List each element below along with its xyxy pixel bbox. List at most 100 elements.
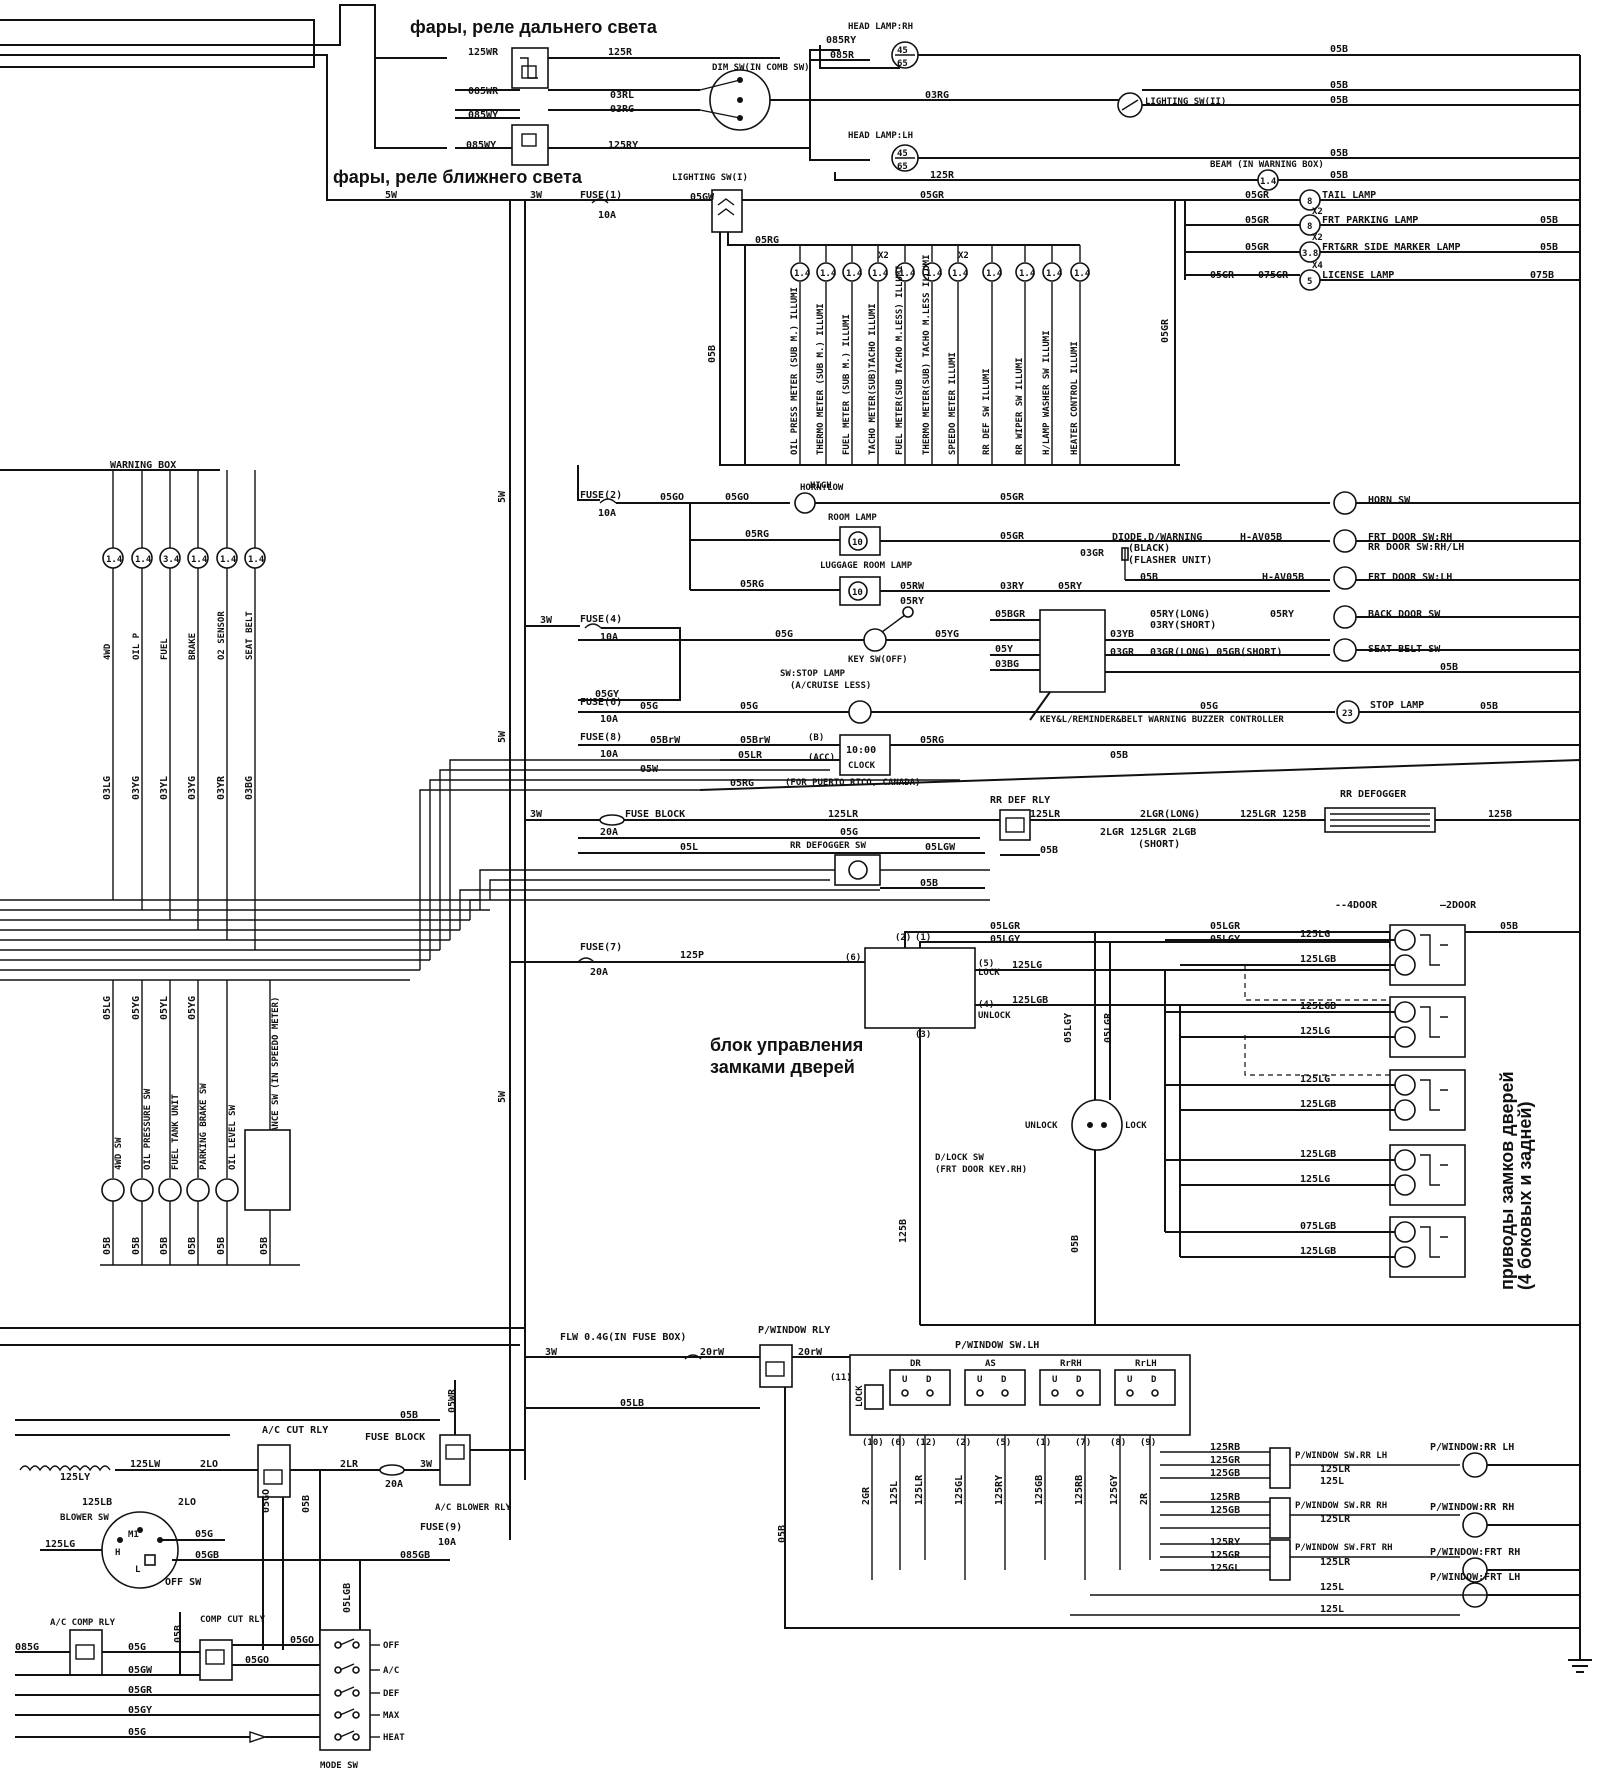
svg-text:05B: 05B [1540,242,1558,253]
svg-text:05GO: 05GO [725,492,749,503]
svg-text:KEY&L/REMINDER&BELT WARNING BU: KEY&L/REMINDER&BELT WARNING BUZZER CONTR… [1040,715,1284,725]
svg-text:05B: 05B [1040,845,1058,856]
svg-text:03RY: 03RY [1000,581,1024,592]
svg-text:085GB: 085GB [400,1550,430,1561]
wire-label: 03BG [244,776,255,800]
pin-label: (10) [862,1438,884,1448]
svg-text:FUSE(7): FUSE(7) [580,942,622,953]
svg-text:03YB: 03YB [1110,629,1134,640]
svg-text:H-AV05B: H-AV05B [1240,532,1282,543]
wire-label: 03RG [610,104,634,115]
svg-text:(FLASHER UNIT): (FLASHER UNIT) [1128,555,1212,566]
wire-label: 125LR [1320,1464,1351,1475]
svg-text:05RG: 05RG [920,735,944,746]
svg-text:05LGR: 05LGR [1210,921,1241,932]
warning-item: FUEL [160,638,170,660]
illumination-bulb [982,262,1002,282]
svg-text:RR DEFOGGER: RR DEFOGGER [1340,789,1407,800]
svg-text:085G: 085G [15,1642,39,1653]
svg-text:05GB: 05GB [195,1550,219,1561]
pw-down: D [1076,1375,1082,1385]
ground-wire: 05B [187,1237,198,1255]
svg-text:05GO: 05GO [261,1489,272,1513]
svg-text:05GW: 05GW [690,192,715,203]
wire-label: 2GR [861,1486,872,1505]
svg-text:05GR: 05GR [128,1685,153,1696]
svg-text:05LGR: 05LGR [990,921,1021,932]
pin-label: (9) [1140,1438,1156,1448]
actuator-switch-icon [1394,1026,1416,1048]
head-lamp-rh: 45 65 HEAD LAMP:RH 085RY 085R 05B [809,22,1580,69]
svg-text:05GR: 05GR [1245,215,1270,226]
head-lamp-lh: 45 65 HEAD LAMP:LH 125R 05B [809,131,1580,181]
wire-label: 075LGB [1300,1221,1336,1232]
svg-text:10A: 10A [600,632,618,643]
svg-text:OFF SW: OFF SW [165,1577,202,1588]
fuse-1: FUSE(1) [580,190,622,201]
svg-text:05G: 05G [128,1642,146,1653]
low-beam-relay: 085WY 125RY [455,49,840,166]
wire-label: 125LGB [1300,1001,1336,1012]
svg-text:05Y: 05Y [995,644,1013,655]
wire-label: 125LR [1320,1557,1351,1568]
svg-text:05G: 05G [128,1727,146,1738]
illumination-bulb [895,262,915,282]
svg-text:TAIL LAMP: TAIL LAMP [1322,190,1376,201]
svg-text:05G: 05G [195,1529,213,1540]
svg-text:3W: 3W [545,1347,558,1358]
svg-text:BEAM (IN WARNING BOX): BEAM (IN WARNING BOX) [1210,160,1324,170]
svg-text:10A: 10A [598,508,616,519]
svg-text:HORN SW: HORN SW [1368,495,1411,506]
illumination-bulb [948,262,968,282]
actuator-switch-icon [1394,1174,1416,1196]
svg-text:10: 10 [852,538,863,548]
rear-lamps: 8 8 3.8 5 TAIL LAMP X2 FRT PARKING LAMP … [1184,189,1580,291]
ground-symbol [1568,1659,1592,1673]
pin-label: (8) [1110,1438,1126,1448]
svg-text:COMP CUT RLY: COMP CUT RLY [200,1615,266,1625]
wire-label: 03YR [216,775,227,800]
svg-text:05BrW: 05BrW [650,735,681,746]
svg-text:--4DOOR: --4DOOR [1335,900,1378,911]
actuator-motor-icon [1394,929,1416,951]
svg-text:1.4: 1.4 [1260,177,1277,187]
svg-text:LOCK: LOCK [1125,1121,1147,1131]
bulb-rating: 1.4 [846,269,863,279]
svg-text:20A: 20A [600,827,618,838]
pw-switch-label: P/WINDOW SW.FRT RH [1295,1543,1393,1553]
warning-switch-label: PARKING BRAKE SW [199,1083,209,1170]
wire-label: 125GB [1210,1505,1240,1516]
illumination-label: RR WIPER SW ILLUMI [1015,357,1025,455]
illumination-label: THERMO METER (SUB M.) ILLUMI [816,303,826,455]
pw-switch-group [889,1369,951,1406]
pw-motor-icon [1462,1512,1488,1538]
svg-text:DIODE.D/WARNING: DIODE.D/WARNING [1112,532,1202,543]
svg-text:H: H [115,1548,120,1558]
svg-text:P/WINDOW RLY: P/WINDOW RLY [758,1325,830,1336]
wire-label: 125L [1320,1476,1344,1487]
svg-text:M1: M1 [128,1530,139,1540]
bulb-rating: 1.4 [1074,269,1091,279]
wire-label: 125RY [608,140,638,151]
pw-switch-label: P/WINDOW SW.RR LH [1295,1451,1387,1461]
wire-label: 125LR [914,1474,925,1505]
svg-text:20A: 20A [590,967,608,978]
svg-text:125LG: 125LG [45,1539,75,1550]
svg-text:05LR: 05LR [738,750,763,761]
svg-text:085R: 085R [830,50,855,61]
svg-text:A/C BLOWER RLY: A/C BLOWER RLY [435,1503,511,1513]
svg-text:A/C COMP RLY: A/C COMP RLY [50,1618,116,1628]
bulb-rating: 3.4 [163,555,180,565]
wire-label: 03YL [159,776,170,800]
svg-text:05RY: 05RY [1270,609,1294,620]
svg-text:05B: 05B [1330,44,1348,55]
buzzer-controller: 05BGR 05Y 03BG 03YB 05RY 05RY(LONG) 03RY… [990,609,1580,725]
wire-label: 125GB [1034,1475,1045,1505]
pw-up: U [1052,1375,1057,1385]
svg-text:—2DOOR: —2DOOR [1440,900,1477,911]
svg-text:UNLOCK: UNLOCK [1025,1121,1058,1131]
svg-text:FUSE(2): FUSE(2) [580,490,622,501]
actuator-motor-icon [1394,1149,1416,1171]
pw-down: D [1001,1375,1007,1385]
